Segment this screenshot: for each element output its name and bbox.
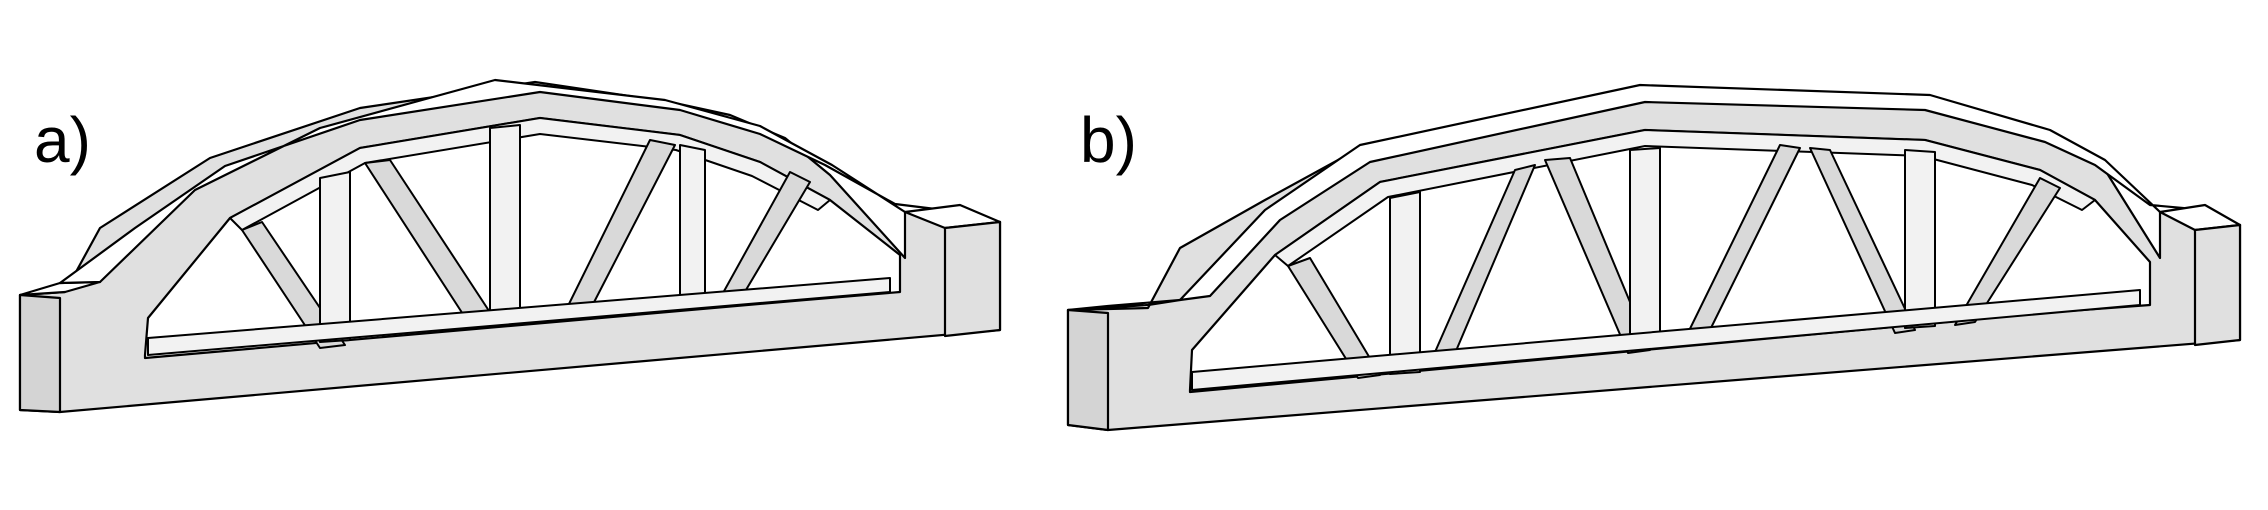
panel-b-label: b) xyxy=(1080,104,1137,176)
bridge-a-arch-top xyxy=(58,78,1002,285)
bridge-b-member-9 xyxy=(1954,177,2061,326)
bridge-b-left-side xyxy=(1066,308,1110,432)
panel-b: b) xyxy=(1066,83,2242,432)
bridge-b-member-4 xyxy=(1544,157,1651,354)
bridge-a-right-front xyxy=(943,220,1002,338)
bridge-a-member-6 xyxy=(679,144,706,308)
bridge-b-member-7 xyxy=(1809,147,1916,334)
panel-a-label: a) xyxy=(34,104,91,176)
bridge-b-right-front xyxy=(2193,223,2242,347)
bridge-a-bottom-chord xyxy=(147,277,891,356)
panel-a: a) xyxy=(18,78,1002,414)
bridge-b-member-8 xyxy=(1904,149,1936,329)
bridge-b-member-5 xyxy=(1629,147,1661,351)
bridge-b-top-chord xyxy=(1274,129,2096,267)
bridge-a-member-4 xyxy=(489,124,521,321)
truss-bridge-b xyxy=(1066,83,2242,432)
bridge-a-left-side xyxy=(18,293,62,414)
bridge-b-member-1 xyxy=(1287,257,1381,379)
bridge-b-bottom-chord xyxy=(1191,289,2141,391)
bridge-b-member-2 xyxy=(1389,191,1421,375)
truss-bridge-a xyxy=(18,78,1002,414)
bridge-a-member-2 xyxy=(319,171,351,343)
